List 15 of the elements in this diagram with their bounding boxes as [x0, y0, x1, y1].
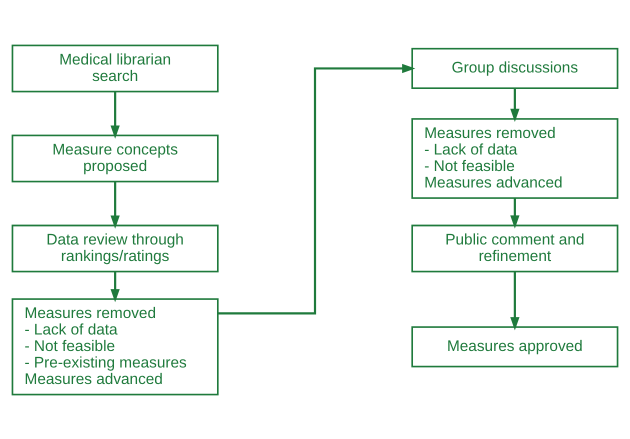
arrow — [510, 271, 520, 330]
node-box: Measures approved — [411, 326, 618, 367]
arrow — [510, 198, 520, 228]
arrow — [510, 88, 520, 122]
node-box: Medical librarian search — [12, 44, 219, 92]
node-box: Data review through rankings/ratings — [12, 224, 219, 272]
node-box: Measures removed - Lack of data - Not feasible Measures advanced — [411, 118, 618, 198]
arrow — [110, 91, 120, 138]
node-box: Group discussions — [411, 47, 618, 89]
node-box: Measure concepts proposed — [12, 134, 219, 182]
arrow — [110, 181, 120, 228]
node-box: Measures removed - Lack of data - Not feasible - Pre-existing measures Measures advanced — [12, 298, 219, 395]
arrow — [110, 271, 120, 302]
node-box: Public comment and refinement — [411, 224, 618, 272]
arrow — [218, 63, 416, 314]
